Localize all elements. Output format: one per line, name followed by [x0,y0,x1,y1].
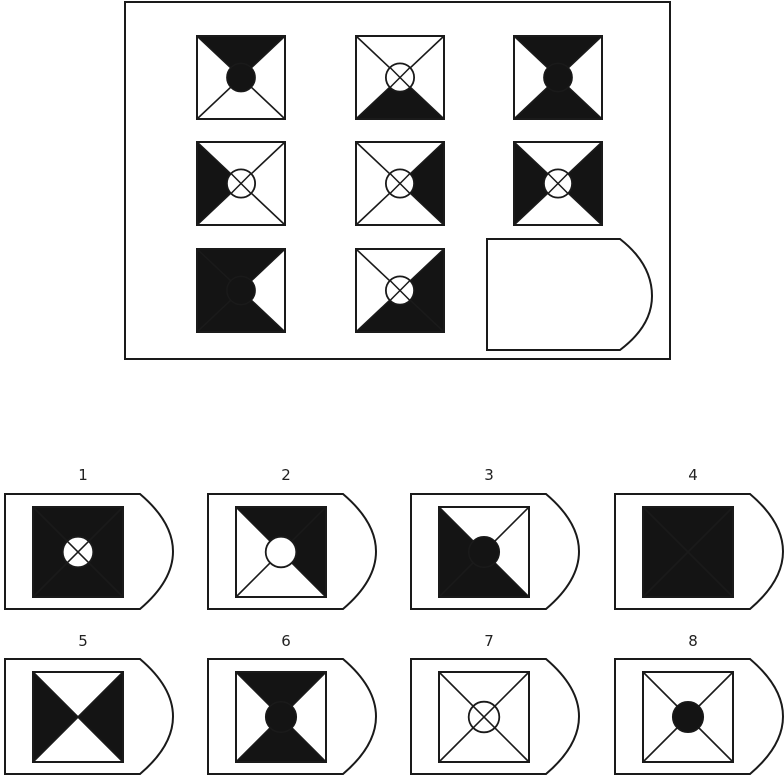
option-8[interactable]: 8 [614,632,784,775]
matrix-tile-8 [355,248,445,333]
option-6[interactable]: 6 [207,632,378,775]
option-3[interactable]: 3 [410,466,581,610]
option-tile [438,506,530,598]
triangle-top [643,507,733,552]
option-2[interactable]: 2 [207,466,378,610]
option-tile [235,671,327,763]
triangle-left [197,249,241,332]
answer-slot [486,238,654,351]
option-tile [235,506,327,598]
option-label: 1 [78,466,88,484]
hollow-dot [264,535,298,569]
cross-mark [547,172,569,195]
triangle-top [236,507,326,552]
tile-border [235,671,327,763]
triangle-bottom [356,290,444,332]
triangle-right [78,507,123,597]
triangle-left [33,672,78,762]
matrix-tile-4 [196,141,286,226]
option-7[interactable]: 7 [410,632,581,775]
cross-mark [389,172,411,195]
triangle-bottom [236,717,326,762]
tile-border [513,141,603,226]
tile-border [438,506,530,598]
option-label: 5 [78,632,88,650]
diagonal-line [32,671,124,763]
matrix-tile-2 [355,35,445,120]
tile-border [196,248,286,333]
triangle-left [514,142,558,225]
filled-dot [226,275,256,306]
matrix-grid [196,35,603,333]
triangle-bottom [643,552,733,597]
diagonal-line [642,506,734,598]
tile-border [438,671,530,763]
cross-mark [472,705,496,729]
triangle-top [33,507,123,552]
cross-mark [66,540,90,564]
triangle-left [197,142,241,225]
triangle-left [33,507,78,597]
triangle-right [688,507,733,597]
option-tile [32,671,124,763]
tile-border [642,671,734,763]
triangle-right [558,142,602,225]
cross-mark [230,172,252,195]
matrix-tile-1 [196,35,286,120]
option-4[interactable]: 4 [614,466,784,610]
filled-dot [543,62,573,93]
option-tile [642,671,734,763]
triangle-bottom [356,77,444,119]
option-label: 2 [281,466,291,484]
tile-border [235,506,327,598]
triangle-bottom [514,77,602,119]
matrix-frame [124,1,671,360]
triangle-top [197,249,285,291]
cross-mark [389,66,411,89]
option-label: 3 [484,466,494,484]
filled-dot [671,700,705,734]
tile-border [32,506,124,598]
answer-options: 1 2 3 4 5 6 7 8 [4,466,784,775]
tile-border [355,248,445,333]
option-tile [438,671,530,763]
option-label: 8 [688,632,698,650]
matrix-tile-6 [513,141,603,226]
tile-border [196,35,286,120]
triangle-bottom [33,552,123,597]
triangle-right [281,507,326,597]
matrix-tile-7 [196,248,286,333]
tile-border [355,141,445,226]
triangle-bottom [197,290,285,332]
option-label: 7 [484,632,494,650]
option-5[interactable]: 5 [4,632,175,775]
tile-border [513,35,603,120]
triangle-right [400,142,444,225]
matrix-tile-3 [513,35,603,120]
option-label: 6 [281,632,291,650]
triangle-bottom [439,552,529,597]
filled-dot [264,700,298,734]
triangle-top [514,36,602,78]
filled-dot [467,535,501,569]
option-tile [32,506,124,598]
tile-border [355,35,445,120]
cross-mark [389,279,411,302]
tile-border [642,506,734,598]
triangle-top [236,672,326,717]
option-label: 4 [688,466,698,484]
tile-border [32,671,124,763]
matrix-tile-5 [355,141,445,226]
option-1[interactable]: 1 [4,466,175,610]
triangle-right [78,672,123,762]
tile-border [196,141,286,226]
triangle-left [439,507,484,597]
filled-dot [226,62,256,93]
option-tile [642,506,734,598]
triangle-right [400,249,444,332]
triangle-top [197,36,285,78]
triangle-left [643,507,688,597]
